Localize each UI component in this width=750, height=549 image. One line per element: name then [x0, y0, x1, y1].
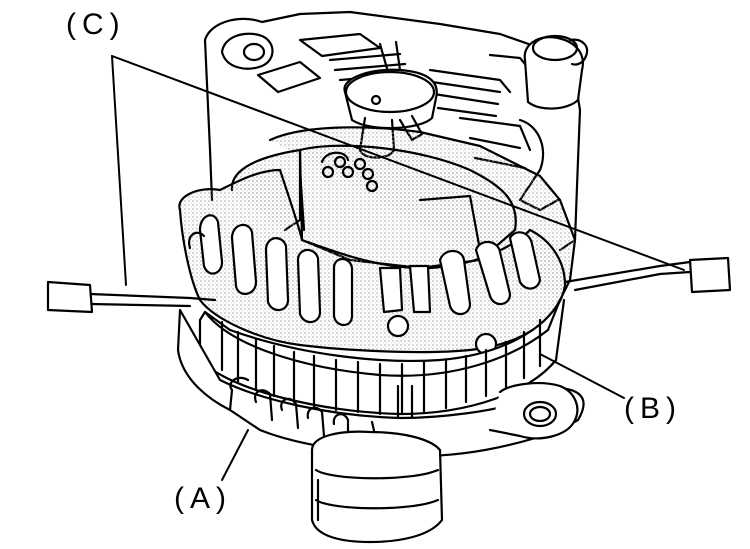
terminal-post [523, 36, 584, 110]
probe-right [688, 256, 732, 294]
probe-left [46, 280, 94, 314]
leader-c-left [111, 55, 127, 286]
leader-b [539, 353, 625, 399]
probe-wire-left [88, 292, 217, 302]
callout-c: (C) [66, 8, 126, 41]
callout-a: (A) [174, 482, 232, 515]
leader-c-right [111, 55, 685, 271]
callout-b: (B) [624, 392, 682, 425]
leader-a [221, 429, 249, 481]
pulley [310, 430, 444, 544]
probe-wire-right [563, 260, 692, 284]
